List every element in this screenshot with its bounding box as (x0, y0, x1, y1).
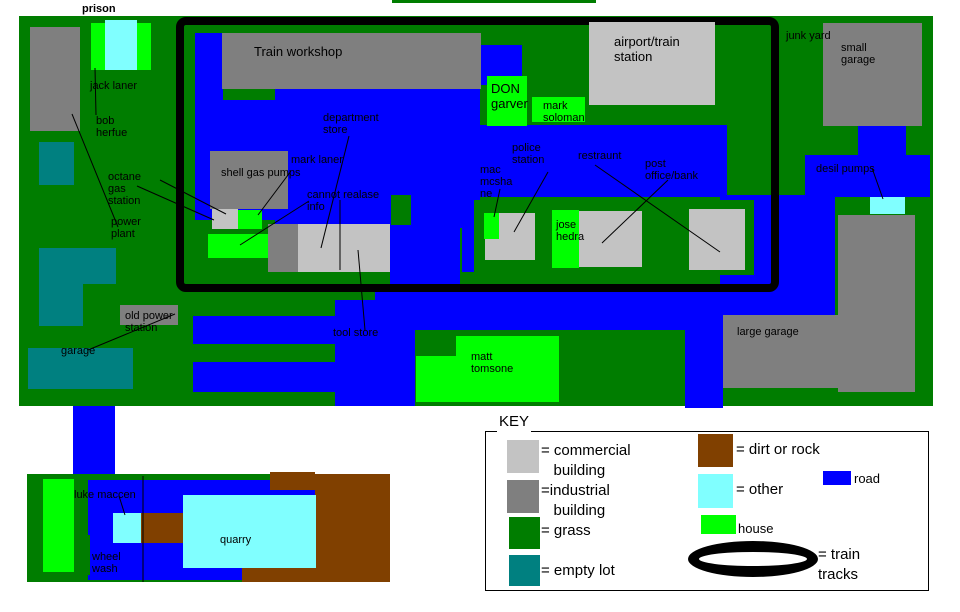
mark-laner-house (238, 210, 262, 229)
large-garage (723, 315, 838, 388)
west-empty-lot-1 (39, 142, 74, 185)
wheel-wash-dirt (141, 513, 183, 543)
label-airport-train-station: airport/train station (614, 34, 680, 64)
matt-tomsone-grass-notch (416, 336, 456, 356)
post-office-bank (689, 209, 745, 270)
old-power-station (120, 305, 178, 325)
key-label-house: house (738, 521, 774, 536)
label-prison: prison (82, 3, 116, 15)
road-west-vertical (195, 33, 223, 103)
road-south-connector (375, 290, 715, 330)
road-east-vertical (685, 290, 723, 408)
label-post-office-bank: post office/bank (645, 158, 699, 182)
key-swatch-road (823, 471, 851, 485)
top-strip (392, 0, 596, 3)
key-label-other: = other (736, 481, 784, 498)
mark-soloman-house (532, 97, 585, 122)
label-small-garage: small garage (841, 42, 876, 66)
label-restraunt: restraunt (578, 150, 622, 162)
large-garage-east (838, 215, 915, 392)
key-swatch-dirt (698, 434, 733, 467)
label-old-power-station: old power station (125, 310, 173, 334)
mac-mcshane-house (484, 213, 499, 239)
label-mac-mcshane: mac mcsha ne (480, 164, 513, 200)
key-swatch-industrial (507, 480, 539, 513)
road-junk-vertical (858, 125, 906, 165)
department-store (298, 224, 390, 272)
label-bob-herfue: bob herfue (96, 115, 128, 139)
key-swatch-tracks (688, 541, 818, 577)
label-luke-maccen: luke maccen (74, 489, 136, 501)
quarry-dirt-top (270, 472, 315, 490)
road-east-west-main (400, 125, 727, 197)
quarry-grass-west (74, 535, 90, 575)
key-label-industrial: =industrial building (541, 482, 610, 519)
restraunt-building (579, 211, 642, 267)
quarry-connector-road (73, 406, 115, 476)
key-swatch-commercial (507, 440, 539, 473)
cannot-realase-info-building (268, 224, 300, 272)
key-label-grass: = grass (541, 522, 591, 539)
airport-train-station (589, 22, 715, 105)
label-junk-yard: junk yard (786, 30, 831, 42)
label-matt-tomsone: matt tomsone (471, 351, 514, 375)
label-cannot-realase-info: cannot realase info (307, 189, 380, 213)
label-train-workshop: Train workshop (254, 44, 343, 59)
prison-house-left (91, 23, 105, 70)
desil-pumps (870, 197, 905, 214)
label-tool-store: tool store (333, 327, 379, 339)
prison-building (105, 20, 137, 70)
power-plant-lot (39, 248, 83, 326)
wheel-wash (113, 513, 141, 543)
garage-lot (28, 348, 133, 389)
prison-house-right (137, 23, 151, 70)
label-quarry: quarry (220, 534, 252, 546)
power-plant-lot-2 (83, 248, 116, 284)
label-wheel-wash: wheel wash (92, 551, 121, 575)
road-inner-loop (462, 197, 474, 272)
label-desil-pumps: desil pumps (816, 163, 875, 175)
train-workshop (222, 33, 481, 89)
quarry (183, 495, 316, 568)
label-don-garver: DON garver (491, 81, 528, 111)
label-garage: garage (61, 345, 96, 357)
key-label-road: road (854, 471, 881, 486)
small-garage (823, 23, 922, 126)
label-department-store: department store (323, 112, 379, 136)
label-shell-gas-pumps: shell gas pumps (221, 167, 301, 179)
label-jose-hedra: jose hedra (556, 219, 585, 243)
key-label-commercial: = commercial building (541, 442, 631, 479)
key-swatch-empty-lot (509, 555, 540, 586)
train-tracks-loop (176, 17, 779, 292)
label-mark-soloman: mark soloman (543, 100, 585, 124)
quarry-dirt-east (315, 474, 390, 582)
label-jack-laner: jack laner (90, 80, 138, 92)
west-industrial-building (30, 27, 80, 131)
label-power-plant: power plant (111, 216, 141, 240)
key-label-dirt: = dirt or rock (736, 441, 820, 458)
key-swatch-other (698, 474, 733, 508)
don-garver-house (487, 76, 527, 126)
key-swatch-house (701, 515, 736, 534)
label-large-garage: large garage (737, 326, 799, 338)
label-police-station: police station (512, 142, 545, 166)
jose-hedra-house (552, 210, 579, 268)
label-mark-laner: mark laner (291, 154, 343, 166)
label-octane-gas-station: octane gas station (108, 171, 142, 207)
octane-house (208, 234, 268, 258)
shell-gas-pumps (212, 209, 238, 229)
shell-gas-station (210, 151, 288, 209)
key-label-tracks: = train tracks (818, 546, 861, 583)
key-title: KEY (497, 412, 532, 432)
key-label-empty-lot: = empty lot (541, 562, 615, 579)
inner-grass-3 (391, 195, 411, 225)
luke-maccen-house (43, 479, 74, 572)
key-swatch-grass (509, 517, 540, 549)
